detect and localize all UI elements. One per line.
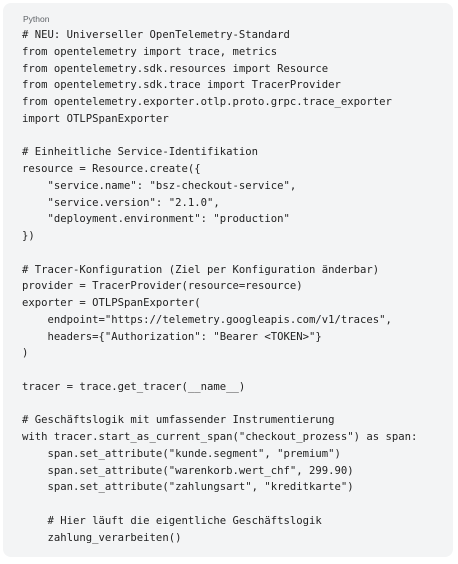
code-line: # Geschäftslogik mit umfassender Instrum… bbox=[22, 414, 335, 427]
code-line: "service.name": "bsz-checkout-service", bbox=[22, 179, 297, 192]
code-line: ) bbox=[22, 347, 29, 360]
code-line: from opentelemetry import trace, metrics bbox=[22, 45, 278, 58]
code-line: }) bbox=[22, 230, 35, 242]
code-line: span.set_attribute("kunde.segment", "pre… bbox=[22, 447, 341, 460]
code-line: resource = Resource.create({ bbox=[22, 163, 201, 175]
code-line: tracer = trace.get_tracer(__name__) bbox=[22, 380, 246, 393]
code-line: # Einheitliche Service-Identifikation bbox=[22, 146, 258, 159]
code-line: "deployment.environment": "production" bbox=[22, 213, 290, 226]
code-line: zahlung_verarbeiten() bbox=[22, 531, 182, 544]
code-block: Python # NEU: Universeller OpenTelemetry… bbox=[3, 3, 453, 557]
code-line: span.set_attribute("warenkorb.wert_chf",… bbox=[22, 464, 354, 477]
code-line bbox=[22, 245, 453, 262]
code-line: from opentelemetry.exporter.otlp.proto.g… bbox=[22, 96, 392, 108]
code-content[interactable]: # NEU: Universeller OpenTelemetry-Standa… bbox=[22, 27, 453, 546]
code-line: # Hier läuft die eigentliche Geschäftslo… bbox=[22, 514, 322, 527]
code-line: # NEU: Universeller OpenTelemetry-Standa… bbox=[22, 29, 290, 41]
code-line bbox=[22, 362, 453, 379]
code-line: from opentelemetry.sdk.trace import Trac… bbox=[22, 79, 341, 92]
code-line: import OTLPSpanExporter bbox=[22, 112, 169, 125]
code-line bbox=[22, 396, 453, 413]
code-line: with tracer.start_as_current_span("check… bbox=[22, 431, 418, 443]
code-line: exporter = OTLPSpanExporter( bbox=[22, 297, 201, 309]
code-line: span.set_attribute("zahlungsart", "kredi… bbox=[22, 481, 354, 494]
code-language-label: Python bbox=[23, 14, 50, 24]
code-line: "service.version": "2.1.0", bbox=[22, 196, 220, 209]
code-line bbox=[22, 128, 453, 145]
code-line: headers={"Authorization": "Bearer <TOKEN… bbox=[22, 330, 322, 343]
code-line: # Tracer-Konfiguration (Ziel per Konfigu… bbox=[22, 263, 380, 276]
code-line: from opentelemetry.sdk.resources import … bbox=[22, 62, 329, 75]
code-line: provider = TracerProvider(resource=resou… bbox=[22, 280, 303, 293]
code-line: endpoint="https://telemetry.googleapis.c… bbox=[22, 313, 392, 326]
code-line bbox=[22, 496, 453, 513]
